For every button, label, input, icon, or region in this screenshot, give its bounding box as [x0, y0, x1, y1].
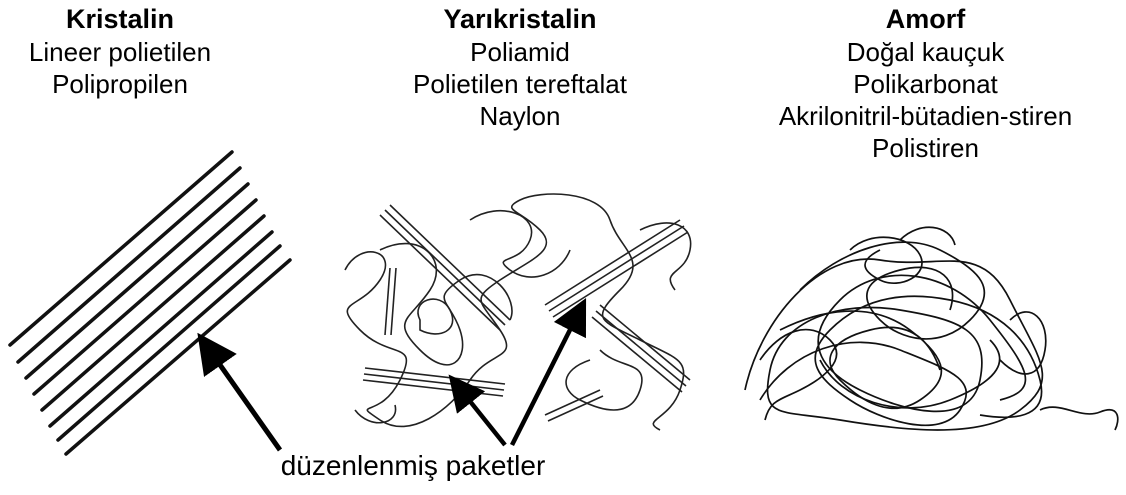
amorphous-coil — [355, 405, 396, 423]
bundle-line — [600, 305, 690, 380]
bundle-line — [548, 396, 603, 421]
bundle-line — [549, 226, 684, 311]
bundle-line — [545, 220, 680, 305]
arrow-bundle-right — [512, 310, 580, 445]
tangle-path — [745, 259, 1042, 430]
bundle-line — [385, 210, 505, 325]
bundle-line — [380, 215, 500, 330]
tangle-path — [780, 311, 941, 408]
amorphous-tangle — [745, 227, 1118, 430]
bundle-line — [385, 268, 390, 335]
bundle-line — [545, 390, 600, 415]
bundle-line — [390, 205, 510, 320]
ordered-packets-caption: düzenlenmiş paketler — [248, 448, 578, 484]
arrow-crystalline — [206, 345, 280, 450]
semicrystalline-structure — [345, 194, 691, 430]
tangle-path — [1040, 407, 1118, 430]
tangle-path — [760, 330, 837, 420]
amorphous-coil — [640, 223, 691, 290]
bundle-line — [391, 268, 396, 335]
bundle-line — [553, 232, 688, 317]
